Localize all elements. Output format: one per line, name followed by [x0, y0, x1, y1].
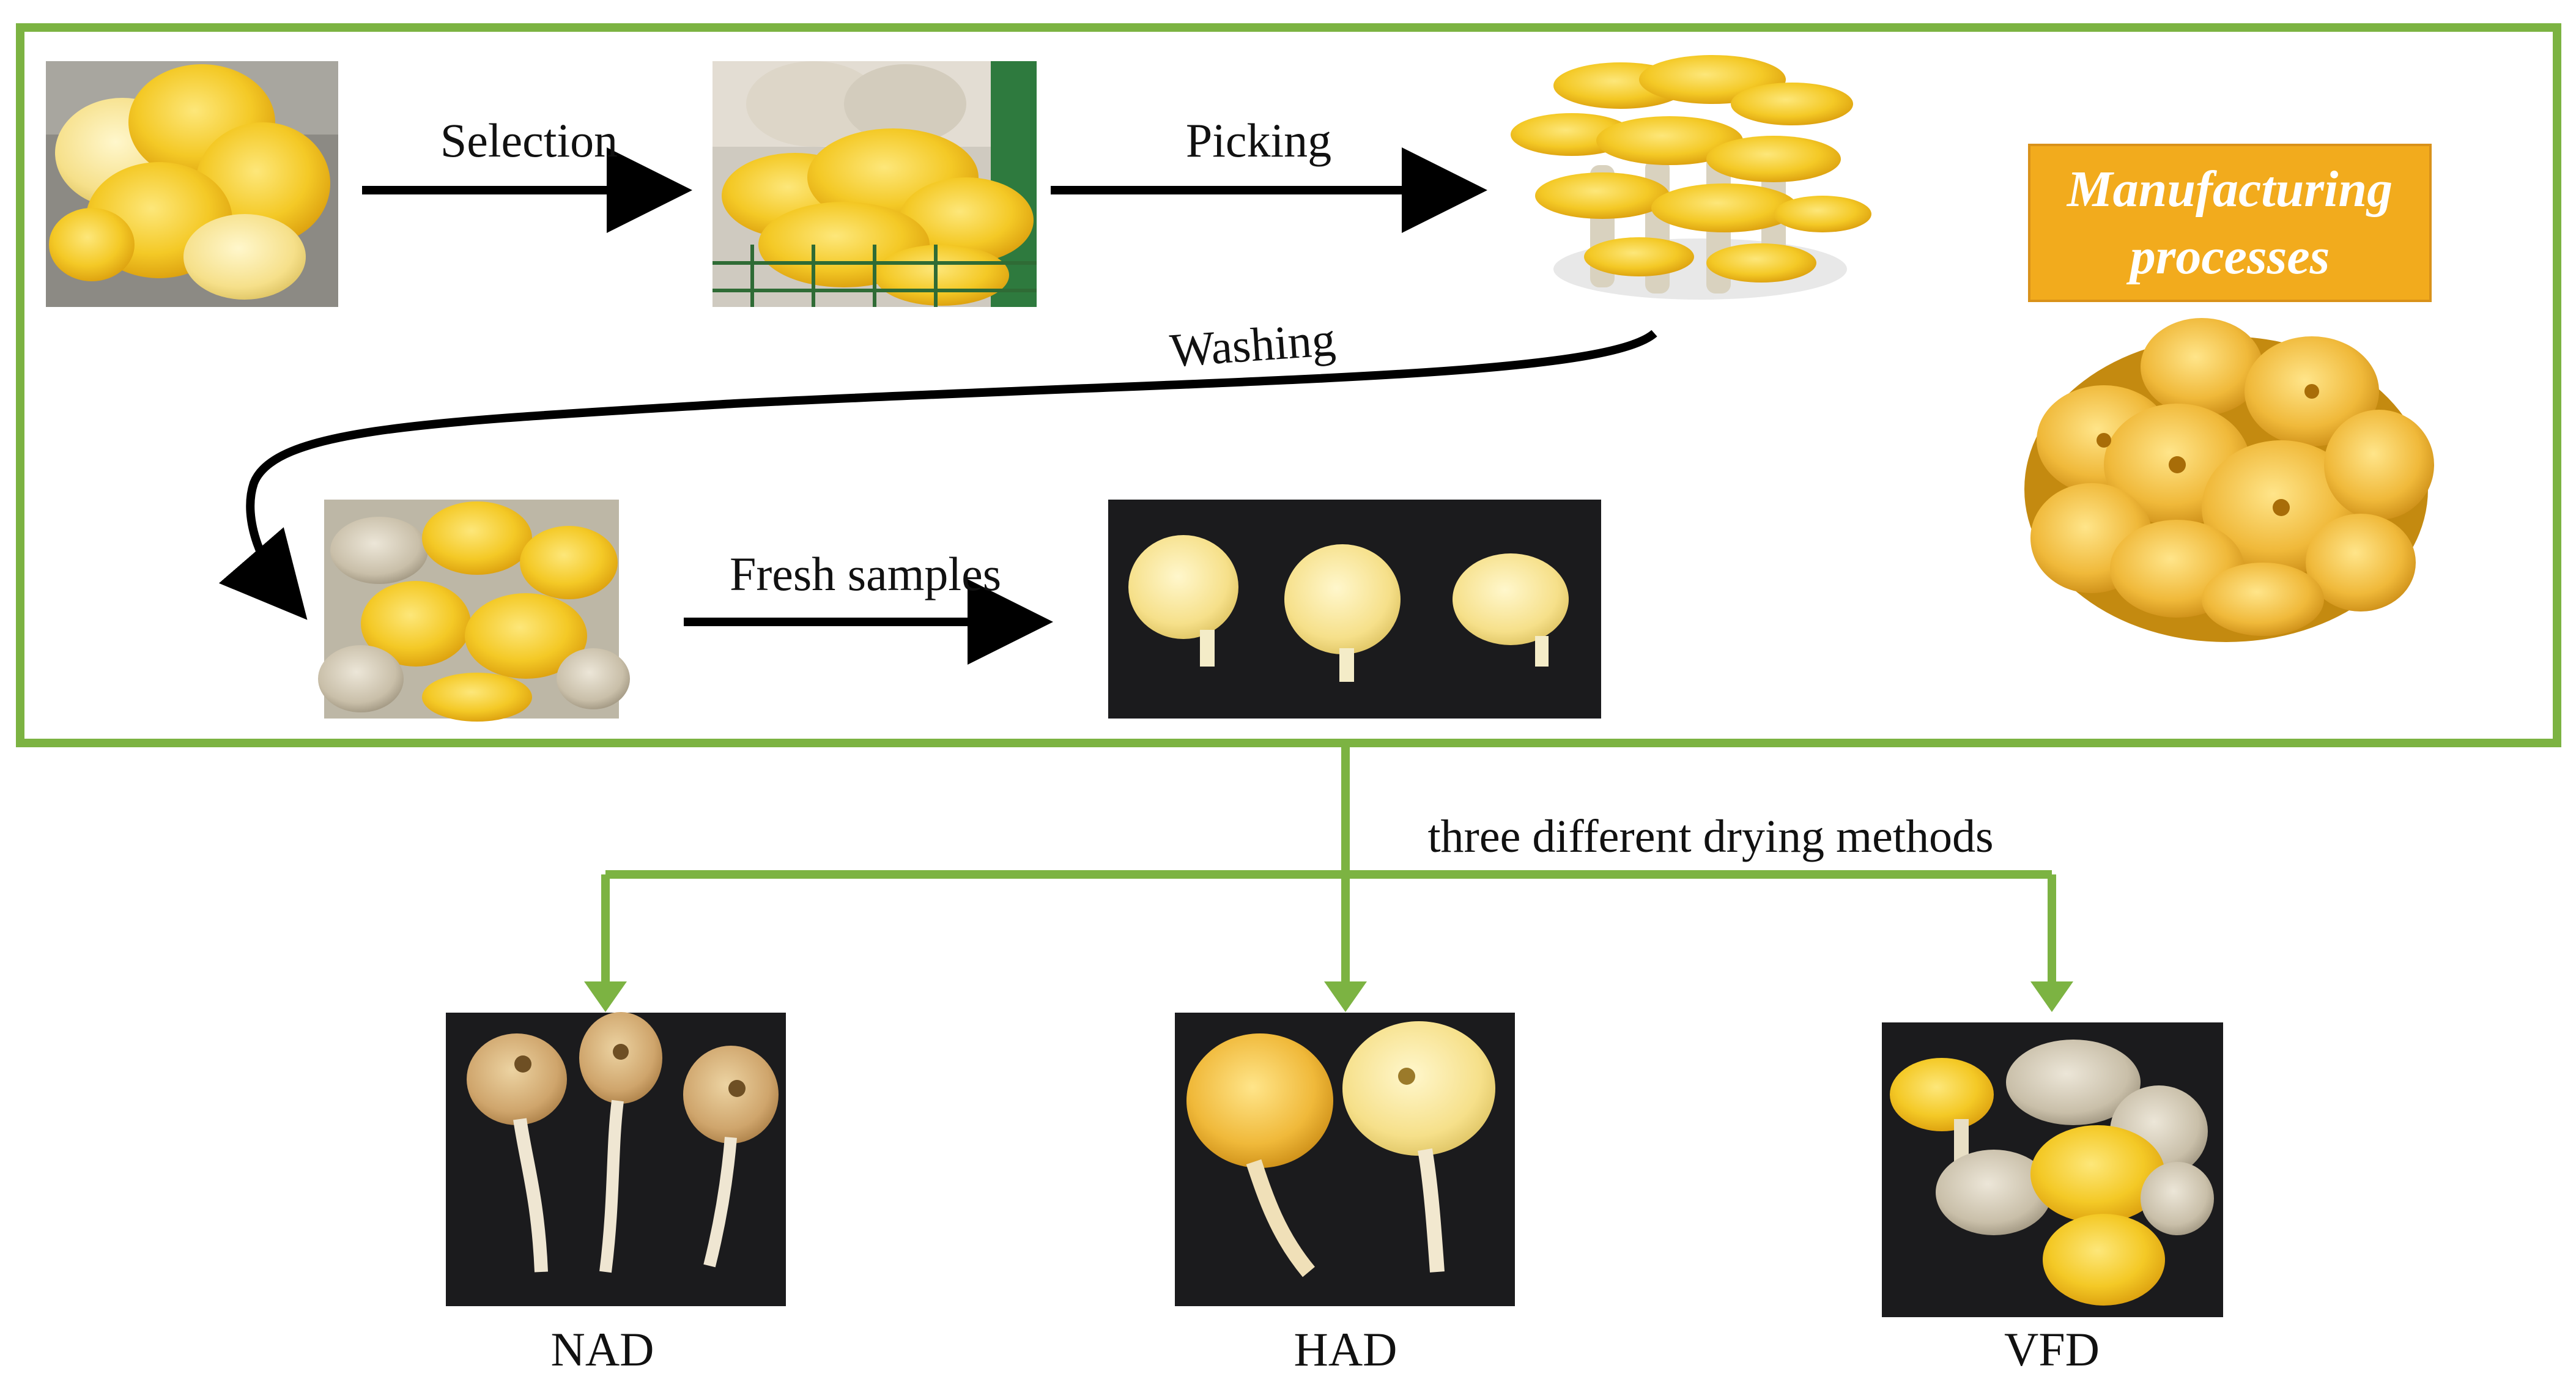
- label-picking: Picking: [1186, 114, 1331, 167]
- process-frame: [16, 23, 2561, 747]
- manufacturing-line2: processes: [2126, 228, 2330, 285]
- photo-had: [1175, 1013, 1515, 1306]
- label-selection: Selection: [440, 114, 618, 167]
- label-had: HAD: [1294, 1323, 1397, 1376]
- label-drying-methods: three different drying methods: [1427, 811, 1993, 862]
- photo-washed-mushrooms: [318, 500, 630, 722]
- photo-cluster-picked: [1511, 55, 1871, 300]
- photo-fresh-samples: [1108, 500, 1601, 719]
- label-washing: Washing: [1168, 312, 1337, 377]
- photo-vfd: [1882, 1022, 2223, 1317]
- photo-cluster-growing: [46, 61, 338, 307]
- manufacturing-processes-box: Manufacturing processes: [2028, 144, 2432, 302]
- manufacturing-line1: Manufacturing: [2066, 161, 2393, 218]
- label-nad: NAD: [551, 1323, 654, 1376]
- drying-branch-connector: [601, 743, 2056, 994]
- arrow-washing: [218, 330, 1657, 620]
- photo-cluster-shelf: [712, 61, 1037, 307]
- label-fresh-samples: Fresh samples: [730, 547, 1001, 600]
- label-vfd: VFD: [2004, 1323, 2100, 1376]
- photo-golden-cluster: [2024, 318, 2434, 642]
- photo-nad: [446, 1012, 786, 1306]
- drying-arrowheads: [584, 981, 2073, 1012]
